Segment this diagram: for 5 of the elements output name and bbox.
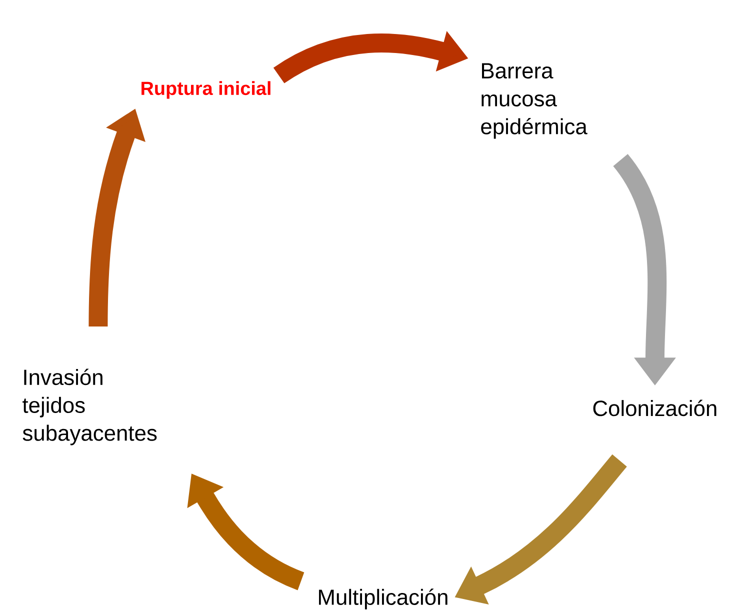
cycle-step-label: Multiplicación <box>319 588 448 610</box>
cycle-step-label: Ruptura inicial <box>142 81 270 99</box>
cycle-step-label: Colonización <box>593 400 716 416</box>
cycle-step-label: Barrera mucosa epidérmica <box>481 63 588 139</box>
cycle-step-label: Invasión tejidos subayacentes <box>22 368 157 446</box>
